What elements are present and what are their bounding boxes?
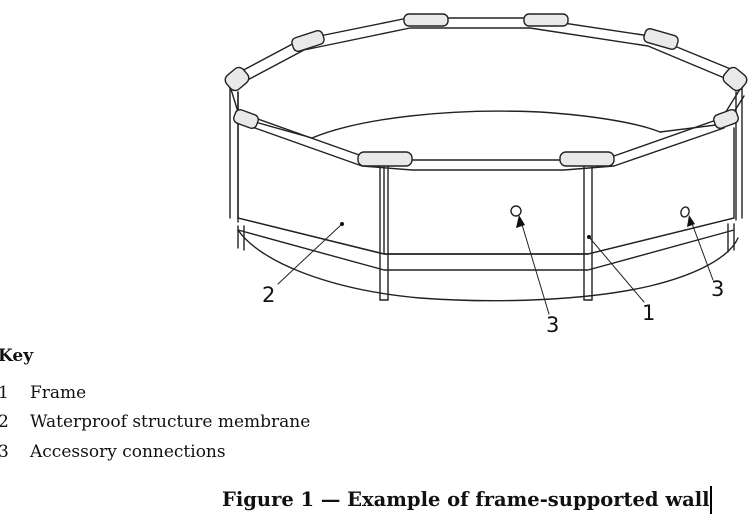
key-label: Frame [30, 382, 87, 403]
callout-2: 2 [262, 283, 275, 307]
key-item-accessory: 3 Accessory connections [0, 437, 310, 467]
leader-lines [277, 217, 714, 315]
figure-caption: Figure 1 — Example of frame-supported wa… [222, 488, 710, 511]
callout-3-front: 3 [546, 313, 559, 337]
key-number: 1 [0, 382, 9, 403]
callout-1: 1 [642, 301, 655, 325]
accessory-holes [510, 205, 690, 218]
leader-arrows [516, 215, 695, 228]
key-title: Key [0, 346, 34, 366]
post-front-left [379, 165, 389, 301]
post-front-right [583, 165, 593, 301]
pool-diagram: 2 3 1 3 [224, 13, 748, 337]
leader-dots [340, 222, 591, 239]
front-wall [237, 121, 735, 255]
key-item-membrane: 2 Waterproof structure membrane [0, 408, 310, 438]
top-rail-back [235, 17, 739, 85]
key-label: Accessory connections [30, 441, 226, 462]
text-cursor [710, 486, 712, 514]
bottom-band [237, 217, 739, 302]
top-rail-front [229, 85, 745, 171]
accessory-hole-front [510, 205, 522, 217]
key-list: 1 Frame 2 Waterproof structure membrane … [0, 378, 310, 467]
key-number: 2 [0, 412, 9, 433]
water-surface-rim [311, 110, 661, 139]
key-label: Waterproof structure membrane [30, 412, 311, 433]
joint-connectors [224, 13, 748, 167]
key-item-frame: 1 Frame [0, 378, 310, 408]
callout-3-side: 3 [711, 277, 724, 301]
accessory-hole-side [680, 206, 690, 218]
key-number: 3 [0, 441, 9, 462]
